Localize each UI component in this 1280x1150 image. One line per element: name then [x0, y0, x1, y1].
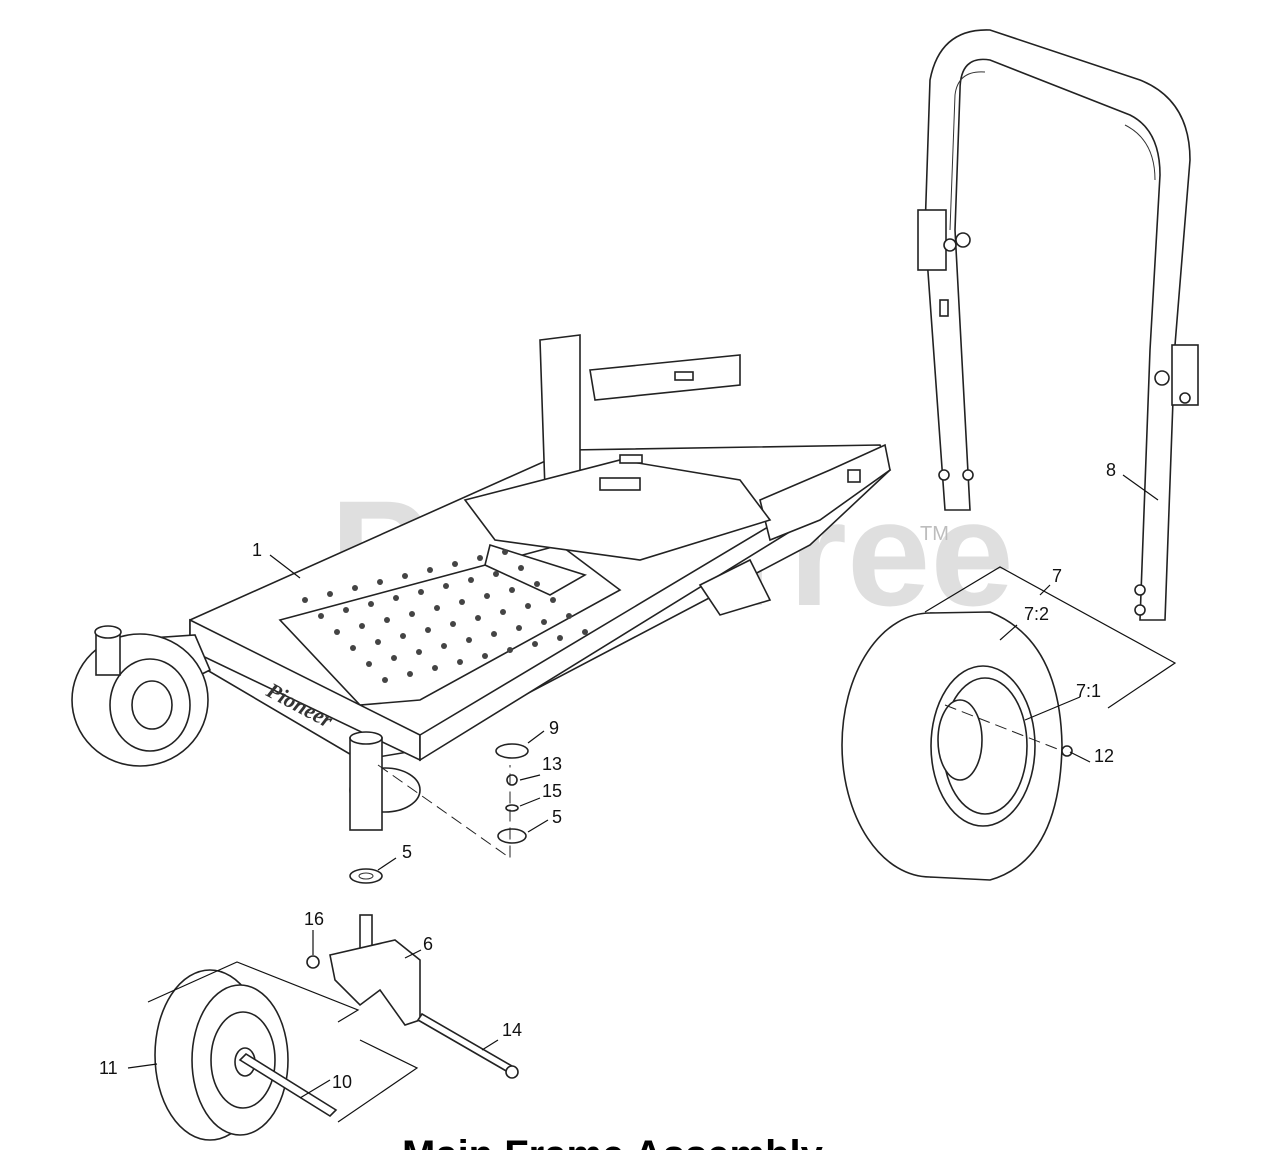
- floor-hole: [484, 593, 490, 599]
- callout-9: 9: [549, 718, 559, 738]
- floor-hole: [391, 655, 397, 661]
- floor-hole: [459, 599, 465, 605]
- callout-labels: 1 5 5 6 7 7:2 7:1 8 9 10 11 12 13 14 15 …: [99, 460, 1116, 1092]
- floor-hole: [482, 653, 488, 659]
- floor-hole: [582, 629, 588, 635]
- callout-7-1: 7:1: [1076, 681, 1101, 701]
- floor-hole: [466, 637, 472, 643]
- floor-hole: [375, 639, 381, 645]
- floor-hole: [525, 603, 531, 609]
- floor-hole: [302, 597, 308, 603]
- floor-hole: [418, 589, 424, 595]
- callout-16: 16: [304, 909, 324, 929]
- floor-hole: [491, 631, 497, 637]
- floor-hole: [509, 587, 515, 593]
- callout-8: 8: [1106, 460, 1116, 480]
- floor-perforations: [302, 549, 588, 683]
- bracket-lines: [147, 566, 1177, 1123]
- callout-14: 14: [502, 1020, 522, 1040]
- floor-hole: [443, 583, 449, 589]
- floor-hole: [434, 605, 440, 611]
- floor-hole: [402, 573, 408, 579]
- callout-1: 1: [252, 540, 262, 560]
- floor-hole: [334, 629, 340, 635]
- floor-hole: [557, 635, 563, 641]
- callout-15: 15: [542, 781, 562, 801]
- main-frame-drawing: Pioneer: [189, 334, 892, 762]
- floor-hole: [500, 609, 506, 615]
- floor-hole: [377, 579, 383, 585]
- floor-hole: [432, 665, 438, 671]
- floor-hole: [352, 585, 358, 591]
- floor-hole: [550, 597, 556, 603]
- floor-hole: [507, 647, 513, 653]
- floor-hole: [516, 625, 522, 631]
- rear-wheel-drawing: [841, 611, 1073, 881]
- watermark-trademark: TM: [920, 523, 949, 545]
- callout-13: 13: [542, 754, 562, 774]
- floor-hole: [532, 641, 538, 647]
- floor-hole: [468, 577, 474, 583]
- floor-hole: [366, 661, 372, 667]
- callout-5-lower: 5: [402, 842, 412, 862]
- floor-hole: [350, 645, 356, 651]
- floor-hole: [368, 601, 374, 607]
- callout-10: 10: [332, 1072, 352, 1092]
- floor-hole: [327, 591, 333, 597]
- roll-bar-drawing: [917, 29, 1199, 621]
- front-caster-wheel-drawing: [154, 969, 338, 1141]
- floor-hole: [534, 581, 540, 587]
- floor-hole: [318, 613, 324, 619]
- floor-hole: [493, 571, 499, 577]
- floor-hole: [343, 607, 349, 613]
- callout-5-upper: 5: [552, 807, 562, 827]
- floor-hole: [409, 611, 415, 617]
- leader-lines: [127, 474, 1159, 1099]
- floor-hole: [384, 617, 390, 623]
- floor-hole: [518, 565, 524, 571]
- floor-hole: [566, 613, 572, 619]
- floor-hole: [416, 649, 422, 655]
- floor-hole: [477, 555, 483, 561]
- floor-hole: [359, 623, 365, 629]
- floor-hole: [427, 567, 433, 573]
- floor-hole: [407, 671, 413, 677]
- callout-7-2: 7:2: [1024, 604, 1049, 624]
- floor-hole: [425, 627, 431, 633]
- floor-hole: [382, 677, 388, 683]
- left-caster-drawing: [71, 625, 212, 767]
- callout-12: 12: [1094, 746, 1114, 766]
- floor-hole: [452, 561, 458, 567]
- floor-hole: [457, 659, 463, 665]
- floor-hole: [393, 595, 399, 601]
- callout-11: 11: [99, 1058, 118, 1078]
- floor-hole: [441, 643, 447, 649]
- diagram-title: Main Frame Assembly: [402, 1133, 824, 1150]
- callout-7: 7: [1052, 566, 1062, 586]
- floor-hole: [475, 615, 481, 621]
- assembly-dashed-lines: [377, 704, 1061, 859]
- floor-hole: [541, 619, 547, 625]
- floor-hole: [400, 633, 406, 639]
- spindle-stack-drawing: [306, 731, 529, 1079]
- floor-hole: [450, 621, 456, 627]
- callout-6: 6: [423, 934, 433, 954]
- floor-hole: [502, 549, 508, 555]
